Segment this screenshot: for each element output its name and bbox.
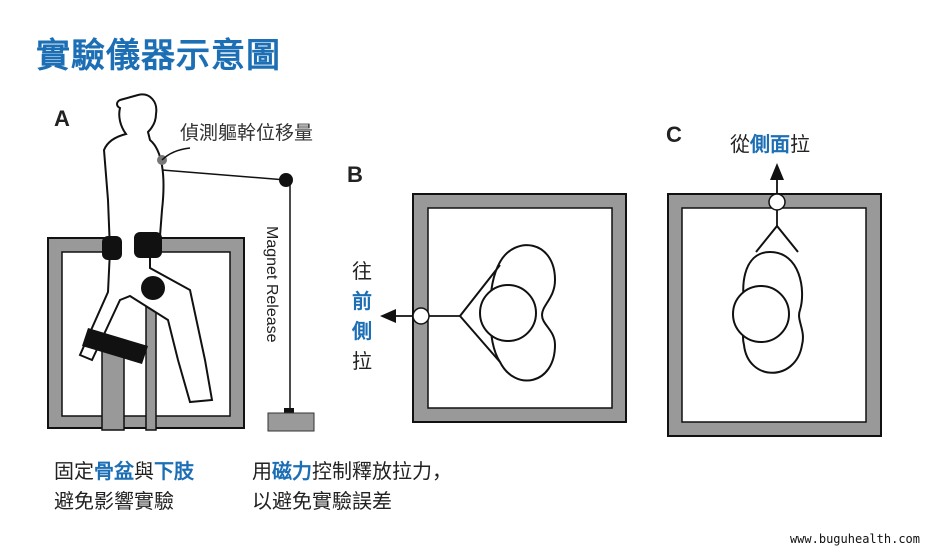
pelvis-pad-front [102,236,122,260]
fix-caption-line-1: 固定骨盆與下肢 [54,456,194,486]
weight-hook [284,408,294,414]
magnet-caption-part-1: 用 [252,459,272,483]
panel-b-ring [412,307,430,325]
weight-block [267,412,315,432]
sensor-leader-line [161,147,191,161]
magnet-caption-line-1: 用磁力控制釋放拉力， [252,456,452,486]
pull-forward-char-3: 側 [352,319,372,343]
pull-forward-label: 往 前 側 拉 [350,256,374,376]
fix-caption-part-2: 骨盆 [94,459,134,483]
pull-forward-char-2: 前 [352,289,372,313]
fix-caption-part-4: 下肢 [154,459,194,483]
pelvis-pad-back [134,232,162,258]
website-footer: www.buguhealth.com [789,532,920,546]
page-title: 實驗儀器示意圖 [36,36,281,76]
trunk-displacement-label: 偵測軀幹位移量 [180,122,314,144]
pull-side-part-2: 側面 [750,132,790,156]
panel-b-arrow-head [380,309,396,323]
panel-a-apparatus [47,93,315,432]
cable-horizontal [161,169,287,181]
panel-c-apparatus [667,163,882,437]
pull-side-label: 從側面拉 [730,128,810,157]
pull-side-part-1: 從 [730,132,750,156]
panel-c-letter: C [666,122,682,147]
panel-c-ring [768,193,786,211]
fix-caption-line-2: 避免影響實驗 [54,489,174,513]
magnet-caption: 用磁力控制釋放拉力， 以避免實驗誤差 [252,456,452,516]
panel-a-letter: A [54,106,70,131]
pulley [279,173,293,187]
magnet-release-label: Magnet Release [263,226,280,343]
pull-forward-char-1: 往 [352,259,372,283]
panel-b-letter: B [347,162,363,187]
fix-caption-part-3: 與 [134,459,154,483]
panel-c-head-circle [732,285,790,343]
panel-b-apparatus [380,193,627,423]
magnet-caption-part-2: 磁力 [272,459,312,483]
magnet-release-label-box: Magnet Release [256,226,288,376]
pull-forward-char-4: 拉 [352,349,372,373]
fix-caption: 固定骨盆與下肢 避免影響實驗 [54,456,194,516]
panel-c-arrow-head [770,163,784,180]
fix-caption-part-1: 固定 [54,459,94,483]
knee-pad [141,276,165,300]
magnet-caption-part-3: 控制釋放拉力， [312,459,452,483]
panel-b-head-circle [479,284,537,342]
pull-side-part-3: 拉 [790,132,810,156]
shin-pad [82,328,148,364]
magnet-caption-line-2: 以避免實驗誤差 [252,489,392,513]
